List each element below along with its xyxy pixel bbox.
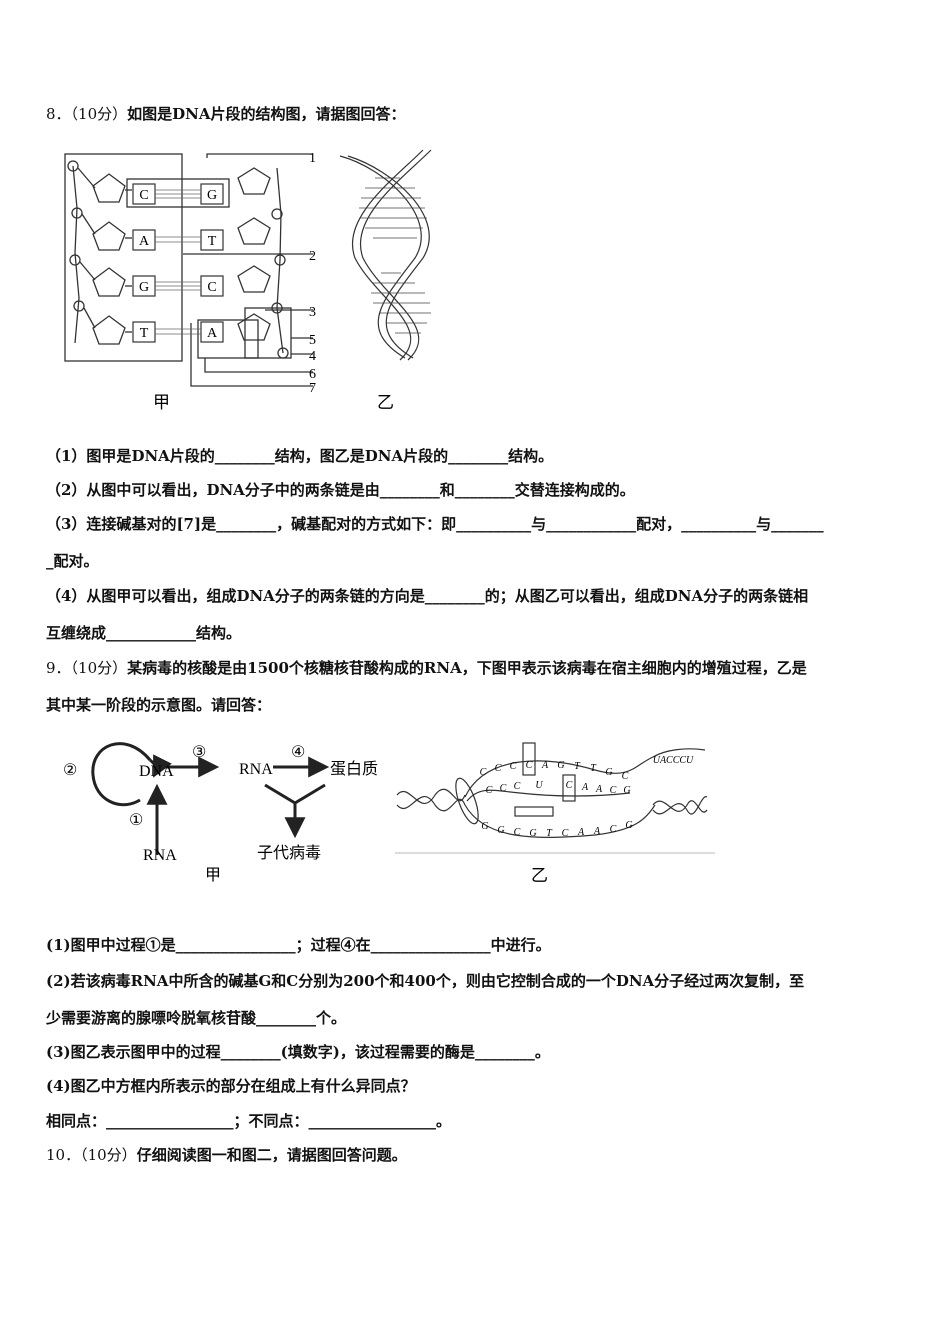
label-4: 4 bbox=[309, 349, 316, 364]
rna-label: RNA bbox=[239, 761, 273, 778]
step-3-label: ③ bbox=[192, 744, 206, 761]
base-right-4: A bbox=[207, 326, 218, 341]
q9-line-5: (4)图乙中方框内所表示的部分在组成上有什么异同点？ bbox=[46, 1077, 416, 1095]
label-1: 1 bbox=[309, 151, 316, 166]
top-base-7: T bbox=[574, 761, 581, 772]
top-base-10: C bbox=[622, 771, 629, 782]
q9-line-6: 相同点：_________________；不同点：______________… bbox=[46, 1112, 452, 1130]
q9-number: 9．（10分） bbox=[46, 659, 128, 677]
mid-base-8: C bbox=[610, 785, 617, 796]
mid-base-3: C bbox=[514, 781, 521, 792]
q8-line-1: （1）图甲是DNA片段的________结构，图乙是DNA片段的________… bbox=[46, 447, 554, 465]
base-left-1: C bbox=[139, 188, 148, 203]
q9-label-yi: 乙 bbox=[531, 866, 548, 885]
base-left-2: A bbox=[139, 234, 150, 249]
bottom-base-3: C bbox=[514, 827, 521, 838]
mid-base-5: C bbox=[566, 780, 573, 791]
q8-line-4: _配对。 bbox=[46, 552, 99, 570]
bottom-base-7: A bbox=[577, 827, 585, 838]
top-base-1: C bbox=[480, 767, 487, 778]
protein-label: 蛋白质 bbox=[330, 760, 378, 778]
top-base-9: G bbox=[605, 767, 612, 778]
q9-line-3: 少需要游离的腺嘌呤脱氧核苷酸________个。 bbox=[46, 1009, 347, 1027]
q9-flow-figure: ② DNA ③ RNA ④ 蛋白质 ① RNA 子代病毒 甲 bbox=[63, 742, 378, 884]
base-right-3: C bbox=[207, 280, 216, 295]
label-3: 3 bbox=[309, 305, 316, 320]
q8-label-jia: 甲 bbox=[153, 393, 170, 412]
top-base-8: T bbox=[590, 763, 597, 774]
q8-line-5: （4）从图甲可以看出，组成DNA分子的两条链的方向是________的；从图乙可… bbox=[46, 587, 809, 605]
q8-line-6: 互缠绕成____________结构。 bbox=[46, 624, 242, 642]
q8-dna-figure: C A G T G T C A 1 2 3 5 4 6 7 甲 乙 bbox=[64, 149, 432, 412]
mid-base-9: G bbox=[623, 785, 630, 796]
mid-base-4: U bbox=[535, 780, 543, 791]
step-4-label: ④ bbox=[291, 744, 305, 761]
bottom-base-10: G bbox=[625, 820, 632, 831]
q8-number: 8．（10分） bbox=[46, 105, 128, 123]
q8-line-2: （2）从图中可以看出，DNA分子中的两条链是由________和________… bbox=[46, 481, 635, 499]
q9-line-2: (2)若该病毒RNA中所含的碱基G和C分别为200个和400个，则由它控制合成的… bbox=[46, 972, 805, 990]
top-base-4: C bbox=[526, 760, 533, 771]
q9-line-1: (1)图甲中过程①是________________；过程④在_________… bbox=[46, 936, 551, 954]
base-left-3: G bbox=[139, 280, 149, 295]
base-left-4: T bbox=[140, 326, 149, 341]
q10-title: 10．（10分）仔细阅读图一和图二，请据图回答问题。 bbox=[46, 1144, 407, 1165]
bottom-base-6: C bbox=[562, 828, 569, 839]
double-helix bbox=[339, 149, 432, 361]
top-base-2: C bbox=[495, 763, 502, 774]
top-base-5: A bbox=[541, 760, 549, 771]
bottom-base-4: G bbox=[529, 828, 536, 839]
step-1-label: ① bbox=[129, 812, 143, 829]
bottom-base-5: T bbox=[546, 828, 553, 839]
label-2: 2 bbox=[309, 249, 316, 264]
q10-number: 10．（10分） bbox=[46, 1146, 137, 1164]
q8-label-yi: 乙 bbox=[377, 393, 394, 412]
bottom-base-9: C bbox=[610, 824, 617, 835]
label-5: 5 bbox=[309, 333, 316, 348]
mid-base-7: A bbox=[595, 784, 603, 795]
q9-title: 9．（10分）某病毒的核酸是由1500个核糖核苷酸构成的RNA，下图甲表示该病毒… bbox=[46, 657, 807, 678]
q9-title-text-1: 某病毒的核酸是由1500个核糖核苷酸构成的RNA，下图甲表示该病毒在宿主细胞内的… bbox=[127, 659, 807, 677]
step-2-label: ② bbox=[63, 762, 77, 779]
tail-sequence: UACCCU bbox=[653, 755, 694, 766]
bottom-base-1: G bbox=[481, 821, 488, 832]
base-right-1: G bbox=[207, 188, 217, 203]
top-base-3: C bbox=[510, 761, 517, 772]
q8-title-text: 如图是DNA片段的结构图，请据图回答： bbox=[127, 105, 406, 123]
q9-line-4: (3)图乙表示图甲中的过程________(填数字)，该过程需要的酶是_____… bbox=[46, 1043, 550, 1061]
q10-title-text: 仔细阅读图一和图二，请据图回答问题。 bbox=[136, 1146, 407, 1164]
mid-base-6: A bbox=[581, 782, 589, 793]
rna-bottom-label: RNA bbox=[143, 847, 177, 864]
q9-transcription-figure: C C C C A G T T G C C C C U C A A C G G … bbox=[395, 742, 715, 885]
q9-title-2: 其中某一阶段的示意图。请回答： bbox=[46, 696, 272, 714]
base-right-2: T bbox=[208, 234, 217, 249]
label-7: 7 bbox=[309, 381, 316, 396]
mid-base-1: C bbox=[486, 785, 493, 796]
bottom-base-2: G bbox=[497, 825, 504, 836]
q8-title: 8．（10分）如图是DNA片段的结构图，请据图回答： bbox=[46, 103, 406, 124]
top-base-6: G bbox=[557, 760, 564, 771]
label-6: 6 bbox=[309, 367, 316, 382]
dna-label: DNA bbox=[139, 763, 174, 780]
bottom-base-8: A bbox=[593, 826, 601, 837]
mid-base-2: C bbox=[500, 783, 507, 794]
progeny-label: 子代病毒 bbox=[257, 844, 321, 862]
q9-label-jia: 甲 bbox=[205, 867, 221, 884]
q8-line-3: （3）连接碱基对的[7]是________，碱基配对的方式如下：即_______… bbox=[46, 515, 824, 533]
